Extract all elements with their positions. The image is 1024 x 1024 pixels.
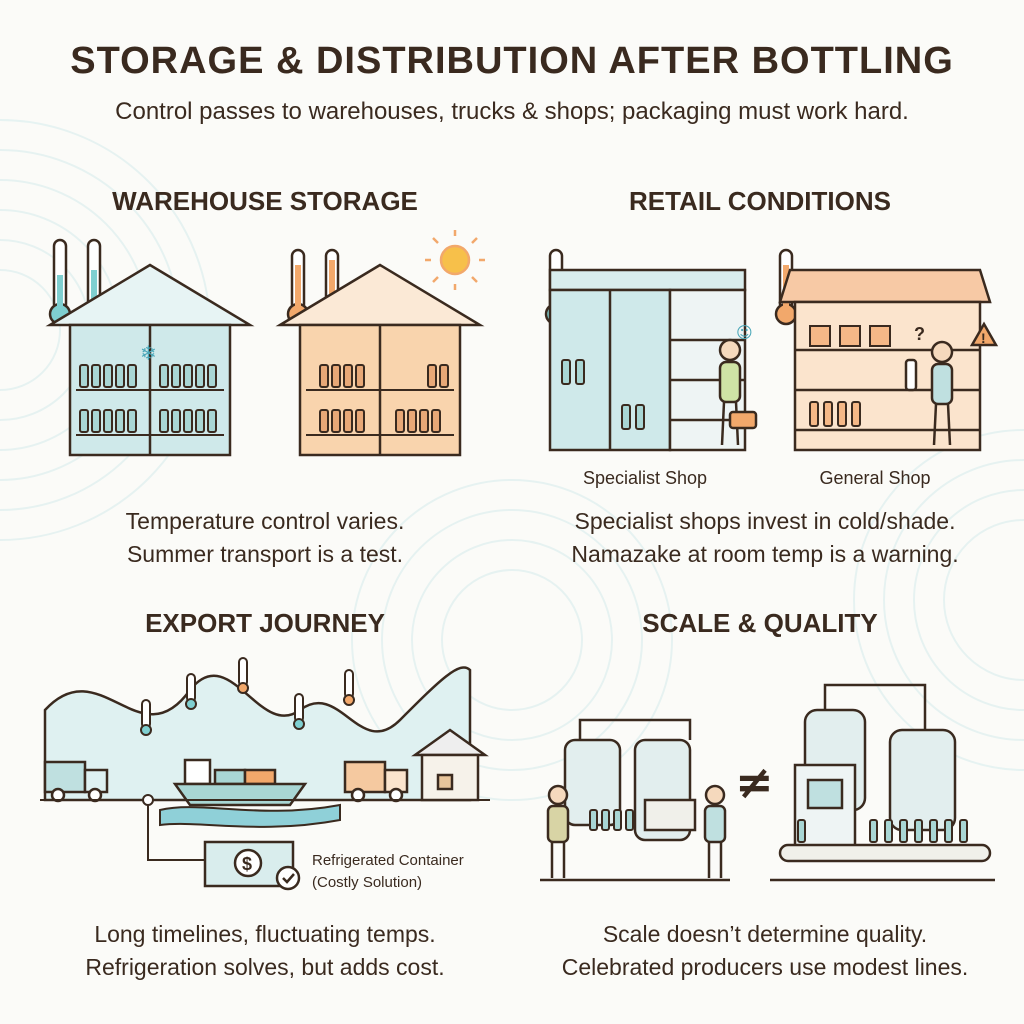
refrigerated-container-icon	[203, 840, 301, 891]
warehouse-caption: Temperature control varies. Summer trans…	[40, 505, 490, 571]
large-brewery	[770, 683, 995, 882]
container-label-line1: Refrigerated Container	[312, 852, 464, 869]
warm-warehouse	[275, 263, 485, 457]
truck-icon	[343, 760, 409, 803]
thermometer-icon	[140, 657, 355, 736]
general-shop-label: General Shop	[819, 468, 931, 488]
worker-figure	[546, 784, 727, 878]
question-mark-icon: ?	[914, 324, 925, 344]
specialist-shop-label: Specialist Shop	[582, 468, 708, 488]
export-caption-line1: Long timelines, fluctuating temps.	[94, 921, 436, 947]
snowflake-icon: ❄	[140, 341, 157, 365]
confused-shopper-figure	[904, 340, 954, 446]
scale-caption: Scale doesn’t determine quality. Celebra…	[525, 918, 1005, 984]
export-illustration: $	[40, 657, 490, 891]
retail-heading: RETAIL CONDITIONS	[629, 186, 891, 216]
dollar-icon: $	[242, 854, 252, 874]
container-label: Refrigerated Container (Costly Solution)	[312, 850, 512, 894]
export-caption: Long timelines, fluctuating temps. Refri…	[30, 918, 500, 984]
page-title: STORAGE & DISTRIBUTION AFTER BOTTLING	[70, 40, 954, 82]
not-equal-icon: ≠	[735, 755, 774, 809]
warehouse-heading: WAREHOUSE STORAGE	[112, 186, 418, 216]
scale-heading: SCALE & QUALITY	[642, 608, 878, 638]
ship-icon	[172, 758, 308, 807]
container-label-line2: (Costly Solution)	[312, 874, 423, 891]
scale-caption-line1: Scale doesn’t determine quality.	[602, 921, 928, 947]
warehouse-caption-line2: Summer transport is a test.	[126, 541, 404, 567]
small-brewery	[540, 718, 730, 882]
warning-mark: !	[981, 330, 986, 346]
specialist-shop	[548, 268, 747, 452]
export-caption-line2: Refrigeration solves, but adds cost.	[85, 954, 445, 980]
page-subtitle: Control passes to warehouses, trucks & s…	[115, 98, 909, 125]
truck-icon	[43, 760, 109, 803]
smile-icon: ☺	[736, 323, 753, 342]
retail-caption-line2: Namazake at room temp is a warning.	[571, 541, 959, 567]
scale-illustration	[540, 683, 995, 882]
sun-icon	[425, 230, 485, 290]
warehouse-illustration: ❄	[45, 230, 485, 457]
retail-caption-line1: Specialist shops invest in cold/shade.	[574, 508, 956, 534]
warning-icon	[969, 321, 999, 347]
warehouse-caption-line1: Temperature control varies.	[125, 508, 405, 534]
retail-illustration: ☺ ? !	[544, 248, 999, 452]
export-heading: EXPORT JOURNEY	[145, 608, 385, 638]
shopper-figure	[718, 338, 758, 446]
scale-caption-line2: Celebrated producers use modest lines.	[561, 954, 969, 980]
retail-caption: Specialist shops invest in cold/shade. N…	[530, 505, 1000, 571]
